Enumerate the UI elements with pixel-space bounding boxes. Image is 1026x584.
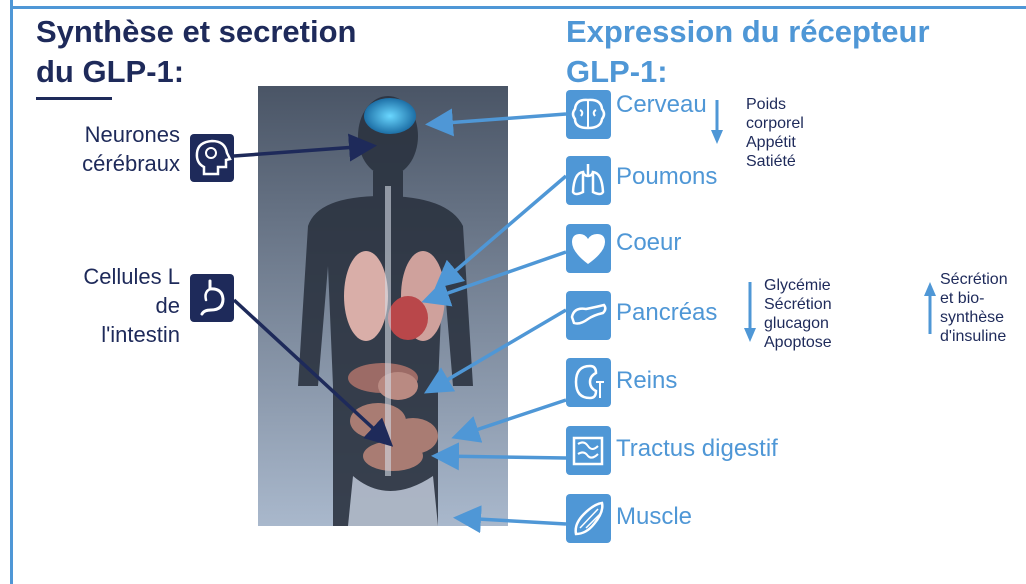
effect-line: d'insuline	[940, 327, 1008, 346]
effect-line: corporel	[746, 114, 804, 133]
effect-line: synthèse	[940, 308, 1008, 327]
effect-line: Apoptose	[764, 333, 832, 352]
human-body-illustration	[258, 86, 508, 526]
organ-label-reins: Reins	[616, 366, 677, 396]
muscle-icon	[566, 494, 611, 543]
source-label-line: Cellules L	[40, 262, 180, 291]
stomach-icon	[190, 274, 234, 322]
effect-line: Satiété	[746, 152, 804, 171]
decrease-arrow-icon	[709, 100, 725, 146]
title-receptor-expression: Expression du récepteur GLP-1:	[566, 12, 930, 92]
source-label-line: l'intestin	[40, 320, 180, 349]
source-label-line: Neurones	[50, 120, 180, 149]
frame-border-top	[10, 6, 1026, 9]
pancreas-icon	[566, 291, 611, 340]
title-receptor-line-1: Expression du récepteur	[566, 12, 930, 52]
frame-border-left	[10, 0, 13, 584]
source-label-line: cérébraux	[50, 149, 180, 178]
heart-icon	[566, 224, 611, 273]
effect-line: Appétit	[746, 133, 804, 152]
effect-line: Sécrétion	[764, 295, 832, 314]
brain-head-icon	[190, 134, 234, 182]
effect-line: Sécrétion	[940, 270, 1008, 289]
brain-glow	[364, 98, 416, 134]
effect-line: et bio-	[940, 289, 1008, 308]
effect-line: Glycémie	[764, 276, 832, 295]
increase-arrow-icon	[922, 282, 938, 334]
effects-pancreas-decrease: Glycémie Sécrétion glucagon Apoptose	[764, 276, 832, 352]
effect-line: glucagon	[764, 314, 832, 333]
left-lung	[344, 251, 388, 341]
decrease-arrow-icon	[742, 282, 758, 344]
lungs-icon	[566, 156, 611, 205]
intestine-icon	[566, 426, 611, 475]
heart	[388, 296, 428, 340]
organ-label-tractus-digestif: Tractus digestif	[616, 434, 778, 464]
title-underline	[36, 97, 112, 100]
source-label-l-cells: Cellules L de l'intestin	[40, 262, 180, 349]
spine	[385, 186, 391, 476]
title-synthesis-line-1: Synthèse et secretion	[36, 12, 356, 52]
source-label-line: de	[40, 291, 180, 320]
effect-line: Poids	[746, 95, 804, 114]
stomach	[378, 372, 418, 400]
effects-pancreas-increase: Sécrétion et bio- synthèse d'insuline	[940, 270, 1008, 346]
effects-brain-decrease: Poids corporel Appétit Satiété	[746, 95, 804, 171]
title-receptor-line-2: GLP-1:	[566, 52, 930, 92]
organ-label-pancreas: Pancréas	[616, 298, 717, 328]
brain-icon	[566, 90, 611, 139]
organ-label-cerveau: Cerveau	[616, 90, 707, 120]
organ-label-muscle: Muscle	[616, 502, 692, 532]
kidney-icon	[566, 358, 611, 407]
title-synthesis: Synthèse et secretion du GLP-1:	[36, 12, 356, 92]
organ-label-coeur: Coeur	[616, 228, 681, 258]
source-label-neurons: Neurones cérébraux	[50, 120, 180, 178]
organ-label-poumons: Poumons	[616, 162, 717, 192]
